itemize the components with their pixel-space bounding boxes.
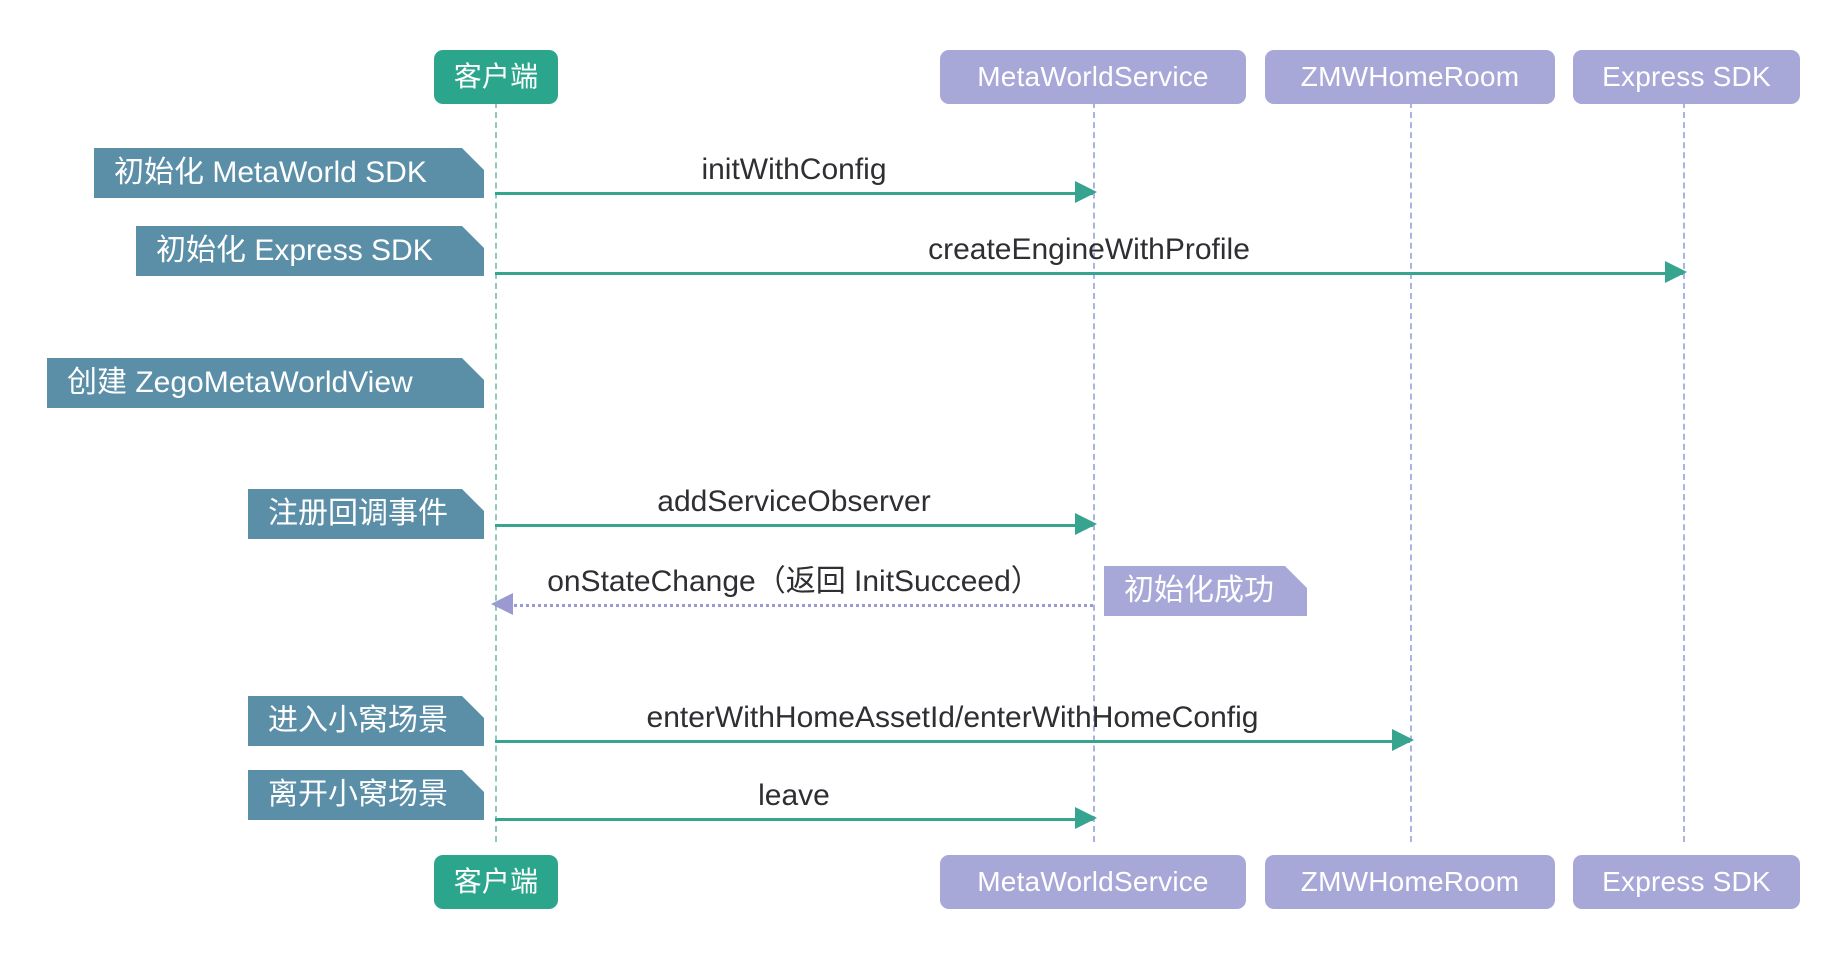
- participant-room-label: ZMWHomeRoom: [1300, 61, 1520, 92]
- arrowhead-right-icon: [1075, 513, 1097, 535]
- arrowhead-right-icon: [1392, 729, 1414, 751]
- participant-express-top[interactable]: Express SDK: [1573, 50, 1800, 104]
- participant-express-label: Express SDK: [1602, 61, 1771, 92]
- arrowhead-left-icon: [491, 593, 513, 615]
- message-label: addServiceObserver: [657, 485, 931, 518]
- participant-express-bottom[interactable]: Express SDK: [1573, 855, 1800, 909]
- note-text: 创建 ZegoMetaWorldView: [67, 366, 413, 399]
- lifeline-express: [1683, 102, 1685, 842]
- message-label: leave: [758, 779, 830, 812]
- note-init-success: 初始化成功: [1104, 566, 1307, 616]
- lifeline-client: [495, 102, 497, 842]
- note-create-view: 创建 ZegoMetaWorldView: [47, 358, 484, 408]
- note-register-events: 注册回调事件: [248, 489, 484, 539]
- participant-express-label-bottom: Express SDK: [1602, 866, 1771, 897]
- lifeline-service: [1093, 102, 1095, 842]
- note-enter-home: 进入小窝场景: [248, 696, 484, 746]
- note-init-metaworld: 初始化 MetaWorld SDK: [94, 148, 484, 198]
- message-label: onStateChange（返回 InitSucceed）: [547, 565, 1041, 598]
- note-text: 初始化成功: [1124, 574, 1274, 607]
- message-line: [495, 272, 1683, 275]
- participant-client-label-bottom: 客户端: [453, 866, 539, 897]
- participant-room-bottom[interactable]: ZMWHomeRoom: [1265, 855, 1555, 909]
- arrowhead-right-icon: [1075, 181, 1097, 203]
- note-init-express: 初始化 Express SDK: [136, 226, 484, 276]
- note-text: 离开小窝场景: [268, 778, 448, 811]
- message-line: [495, 192, 1093, 195]
- participant-room-top[interactable]: ZMWHomeRoom: [1265, 50, 1555, 104]
- note-text: 初始化 MetaWorld SDK: [114, 156, 427, 189]
- arrowhead-right-icon: [1075, 807, 1097, 829]
- message-label: createEngineWithProfile: [928, 233, 1250, 266]
- message-line: [495, 740, 1410, 743]
- note-text: 初始化 Express SDK: [156, 234, 433, 267]
- participant-client-label: 客户端: [453, 61, 539, 92]
- participant-room-label-bottom: ZMWHomeRoom: [1300, 866, 1520, 897]
- message-line: [495, 818, 1093, 821]
- lifeline-room: [1410, 102, 1412, 842]
- message-line: [495, 524, 1093, 527]
- participant-service-top[interactable]: MetaWorldService: [940, 50, 1246, 104]
- arrowhead-right-icon: [1665, 261, 1687, 283]
- participant-client-bottom[interactable]: 客户端: [434, 855, 558, 909]
- message-label: enterWithHomeAssetId/enterWithHomeConfig: [646, 701, 1259, 734]
- participant-service-label-bottom: MetaWorldService: [977, 866, 1209, 897]
- message-label: initWithConfig: [701, 153, 887, 186]
- note-text: 进入小窝场景: [268, 704, 448, 737]
- note-leave-home: 离开小窝场景: [248, 770, 484, 820]
- participant-service-label: MetaWorldService: [977, 61, 1209, 92]
- message-line: [495, 604, 1093, 607]
- participant-client-top[interactable]: 客户端: [434, 50, 558, 104]
- participant-service-bottom[interactable]: MetaWorldService: [940, 855, 1246, 909]
- note-text: 注册回调事件: [268, 497, 448, 530]
